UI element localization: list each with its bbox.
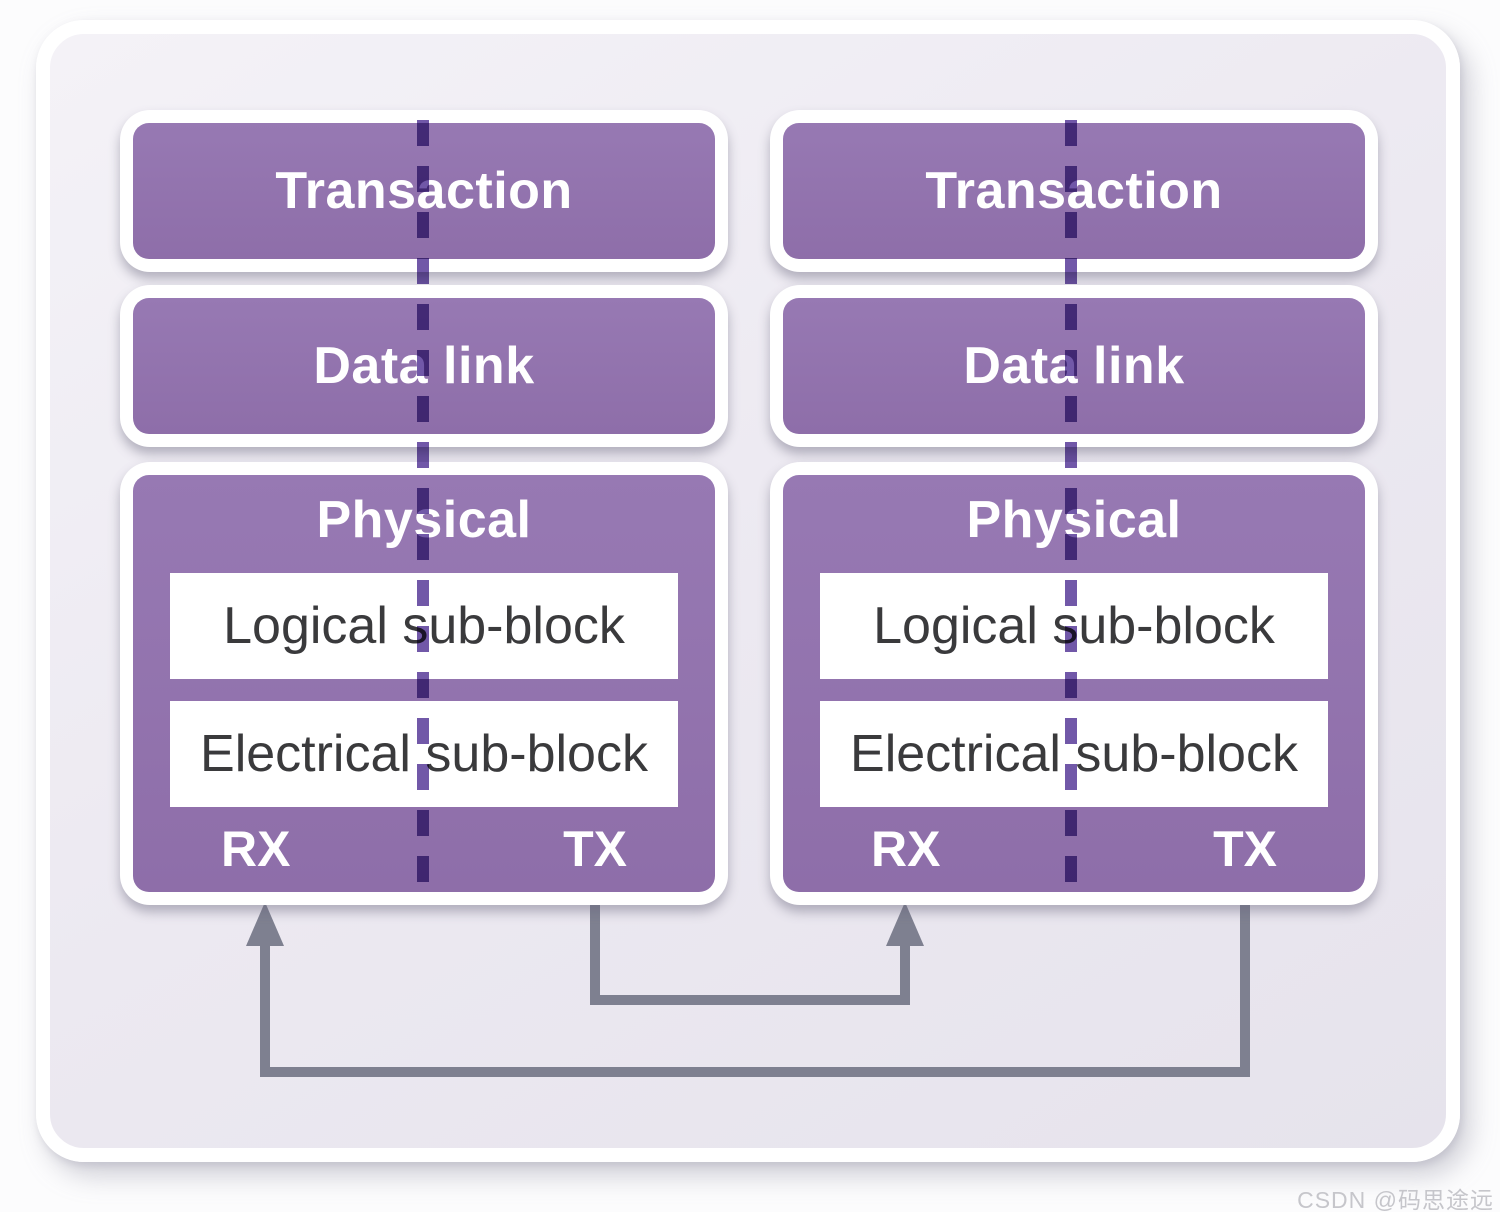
dashed-divider-line-right — [1065, 120, 1077, 892]
right-rx-arrowhead-icon — [886, 902, 924, 946]
rxtx-row-left: RX TX — [133, 820, 715, 892]
right-tx-down-segment — [1240, 903, 1250, 1077]
left-rx-arrowhead-icon — [246, 902, 284, 946]
rx-label-left: RX — [221, 821, 291, 877]
left-rx-up-segment — [260, 944, 270, 1077]
rxtx-row-right: RX TX — [783, 820, 1365, 892]
dashed-divider-line-left — [417, 120, 429, 892]
tx-label-left: TX — [563, 821, 627, 877]
right-rx-up-segment — [900, 944, 910, 1005]
right-tx-to-left-rx-horizontal-segment — [260, 1067, 1250, 1077]
left-tx-to-right-rx-horizontal-segment — [590, 995, 910, 1005]
left-tx-down-segment — [590, 903, 600, 1003]
watermark: CSDN @码思途远 — [1297, 1187, 1494, 1212]
rx-label-right: RX — [871, 821, 941, 877]
tx-label-right: TX — [1213, 821, 1277, 877]
